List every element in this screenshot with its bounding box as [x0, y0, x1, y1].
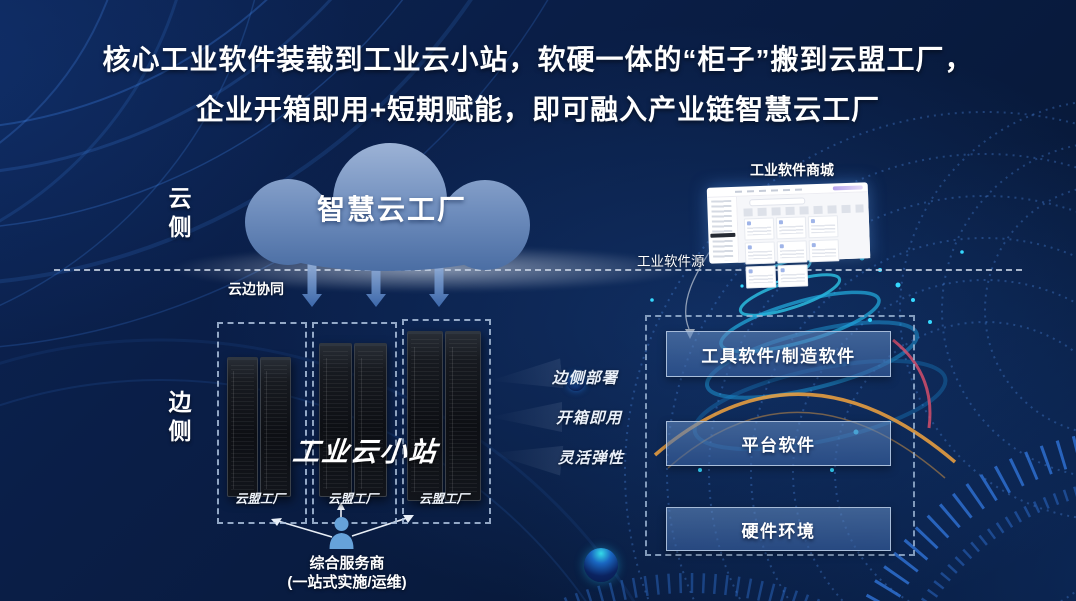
- feature-label-out-of-box: 开箱即用: [556, 410, 623, 427]
- rack-factory-label-2: 云盟工厂: [327, 492, 378, 506]
- smart-cloud-factory-label: 智慧云工厂: [316, 194, 467, 225]
- feature-beam: [489, 438, 564, 475]
- server-rack-2: [319, 343, 387, 497]
- decor-sphere-large: [584, 548, 618, 582]
- cloud-station-name: 工业云小站: [291, 437, 440, 467]
- stack-box-tool-software: 工具软件/制造软件: [666, 331, 891, 377]
- stack-box-platform-software: 平台软件: [666, 421, 891, 466]
- mall-product-card: [745, 265, 777, 289]
- service-provider-subtitle: (一站式实施/运维): [287, 574, 407, 591]
- software-source-label: 工业软件源: [637, 254, 705, 269]
- updown-arrow-icon: [366, 249, 386, 307]
- service-provider-name: 综合服务商: [309, 555, 385, 572]
- cloud-edge-divider-line: [54, 269, 1022, 271]
- server-cabinet: [445, 331, 481, 501]
- cloud-edge-synergy-label: 云边协同: [228, 281, 284, 297]
- slide-title-line-1: 核心工业软件装载到工业云小站，软硬一体的“柜子”搬到云盟工厂，: [102, 44, 974, 75]
- smart-cloud-factory-cloud: [245, 143, 530, 271]
- mall-product-card: [777, 264, 809, 288]
- mall-product-card: [743, 217, 775, 241]
- mall-product-card: [807, 215, 839, 239]
- feature-beam: [490, 402, 562, 432]
- software-mall-title: 工业软件商城: [750, 162, 834, 178]
- software-mall-screenshot: [706, 182, 871, 289]
- mall-sidebar-items: [711, 199, 734, 261]
- mall-search-bar: [749, 197, 806, 207]
- rack-factory-label-1: 云盟工厂: [234, 492, 285, 506]
- server-cabinet: [407, 331, 443, 501]
- mall-product-card: [808, 239, 840, 263]
- decor-sphere-small: [567, 373, 585, 391]
- service-provider-person-icon: [329, 517, 354, 549]
- cloud-shape: [245, 143, 530, 271]
- slide-title-line-2: 企业开箱即用+短期赋能，即可融入产业链智慧云工厂: [195, 94, 881, 125]
- server-rack-1: [227, 357, 291, 497]
- server-cabinet: [227, 357, 258, 497]
- mall-product-card: [776, 240, 808, 264]
- stack-box-hardware-env: 硬件环境: [666, 507, 891, 551]
- rack-factory-label-3: 云盟工厂: [418, 492, 469, 506]
- cloud-edge-arrows: [302, 249, 449, 307]
- edge-station-dashed-box-1: [217, 322, 307, 524]
- updown-arrow-icon: [302, 249, 322, 307]
- server-cabinet: [354, 343, 387, 497]
- mall-content: [737, 192, 871, 289]
- updown-arrow-icon: [429, 249, 449, 307]
- mall-banner: [832, 185, 863, 191]
- mall-product-card: [775, 216, 807, 240]
- server-cabinet: [260, 357, 291, 497]
- feature-label-flexible: 灵活弹性: [558, 450, 625, 467]
- edge-station-dashed-box-3: [402, 319, 491, 524]
- mall-nav-items: [734, 188, 807, 193]
- server-cabinet: [319, 343, 352, 497]
- feature-label-edge-deploy: 边侧部署: [552, 370, 619, 387]
- zone-label-edge-side: 边侧: [168, 389, 192, 444]
- mall-product-card: [744, 241, 776, 265]
- server-rack-3: [407, 331, 481, 501]
- mall-sidebar: [707, 196, 740, 264]
- zone-label-cloud-side: 云侧: [168, 185, 192, 240]
- mall-card-grid: [743, 214, 865, 289]
